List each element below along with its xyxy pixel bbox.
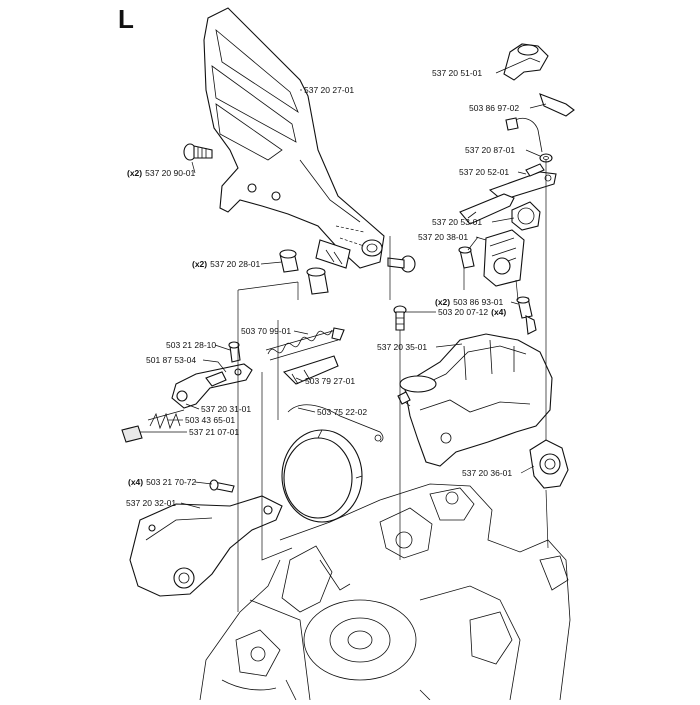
callout-part-number: 503 79 27-01: [305, 376, 355, 386]
callout-part-number: 503 43 65-01: [185, 415, 235, 425]
callout-number: 503 70 99-01: [241, 326, 292, 336]
callout-part-number: 537 20 27-01: [304, 85, 354, 95]
callout-part-number: 503 21 28-10: [166, 340, 216, 350]
callout-part-number: 537 21 07-01: [189, 427, 239, 437]
wire-503-86-97-02-part: [505, 93, 575, 153]
callout-quantity: (x2): [127, 168, 143, 178]
callout-quantity: (x2): [192, 259, 208, 269]
callout-number: 501 87 53-04: [146, 355, 197, 365]
callout-number: 537 20 32-01: [126, 498, 177, 508]
callout-part-number: (x2)537 20 90-01: [127, 168, 195, 178]
screw-503-21-70-72-part: [209, 479, 235, 493]
callout-suffix: (x4): [491, 307, 507, 317]
part-537-20-36-01: [529, 439, 569, 489]
callout-number: 537 20 28-01: [210, 259, 261, 269]
callout-quantity: (x4): [128, 477, 144, 487]
callout-number: 503 43 65-01: [185, 415, 236, 425]
callout-part-number: 537 20 35-01: [377, 342, 427, 352]
callout-part-number: 537 20 36-01: [462, 468, 512, 478]
callout-number: 537 20 35-01: [377, 342, 428, 352]
callout-number: 503 86 97-02: [469, 103, 520, 113]
screw-503-20-07-12-part: [393, 305, 407, 331]
crankcase-part: [199, 483, 571, 701]
callout-part-number: 503 20 07-12(x4): [438, 307, 506, 317]
clip-537-20-51-01-part: [503, 43, 549, 81]
alignment-lines: [237, 160, 549, 612]
screw-537-20-90-01-part: [183, 143, 213, 161]
screw-503-21-28-10-part: [228, 341, 241, 363]
callout-number: 537 20 90-01: [145, 168, 196, 178]
brake-lever-part: [171, 363, 253, 409]
callout-number: 537 20 51-01: [432, 68, 483, 78]
callout-part-number: 537 20 31-01: [201, 404, 251, 414]
callout-number: 537 20 36-01: [462, 468, 513, 478]
callout-part-number: 537 20 87-01: [465, 145, 515, 155]
callout-part-number: 537 20 32-01: [126, 498, 176, 508]
brake-band-part: [281, 429, 363, 523]
lever-part: [282, 355, 339, 385]
block-537-20-38-01-part: [483, 229, 525, 287]
lever-537-20-53-01-part: [459, 193, 541, 231]
callout-number: 537 20 53-01: [432, 217, 483, 227]
callout-part-number: (x4)503 21 70-72: [128, 477, 196, 487]
spring-503-43-65-01-part: [147, 409, 185, 430]
bushing-part: [279, 249, 329, 295]
callout-number: 537 20 27-01: [304, 85, 355, 95]
callout-number: 537 21 07-01: [189, 427, 240, 437]
callout-part-number: 537 20 53-01: [432, 217, 482, 227]
screw-right-hand-guard-part: [387, 255, 416, 273]
pad-537-21-07-01-part: [121, 425, 143, 443]
rod-537-20-52-01-part: [488, 163, 557, 201]
callout-part-number: (x2)537 20 28-01: [192, 259, 260, 269]
clutch-cover-plate-part: [129, 495, 283, 597]
callout-quantity: (x2): [435, 297, 451, 307]
callout-number: 503 21 28-10: [166, 340, 217, 350]
hand-guard-part: [203, 7, 385, 269]
callout-number: 537 20 87-01: [465, 145, 516, 155]
callout-number: 503 21 70-72: [146, 477, 197, 487]
callout-part-number: 537 20 52-01: [459, 167, 509, 177]
callout-part-number: 501 87 53-04: [146, 355, 196, 365]
callout-part-number: (x2)503 86 93-01: [435, 297, 503, 307]
grommet-503-86-93-01-part: [516, 296, 537, 335]
callout-number: 537 20 38-01: [418, 232, 469, 242]
callout-part-number: 503 70 99-01: [241, 326, 291, 336]
spring-503-70-99-01-part: [265, 327, 345, 361]
callout-number: 537 20 52-01: [459, 167, 510, 177]
callout-part-number: 503 75 22-02: [317, 407, 367, 417]
callout-part-number: 503 86 97-02: [469, 103, 519, 113]
callout-number: 503 86 93-01: [453, 297, 504, 307]
leader-lines: [140, 65, 547, 509]
grommet-left-part: [458, 246, 475, 269]
callout-number: 537 20 31-01: [201, 404, 252, 414]
callout-part-number: 537 20 51-01: [432, 68, 482, 78]
section-letter: L: [118, 4, 134, 34]
spring-clip-part: [287, 404, 384, 443]
callout-number: 503 20 07-12: [438, 307, 489, 317]
callout-number: 503 75 22-02: [317, 407, 368, 417]
callout-part-number: 537 20 38-01: [418, 232, 468, 242]
callout-number: 503 79 27-01: [305, 376, 356, 386]
tank-housing-part: [397, 333, 553, 467]
